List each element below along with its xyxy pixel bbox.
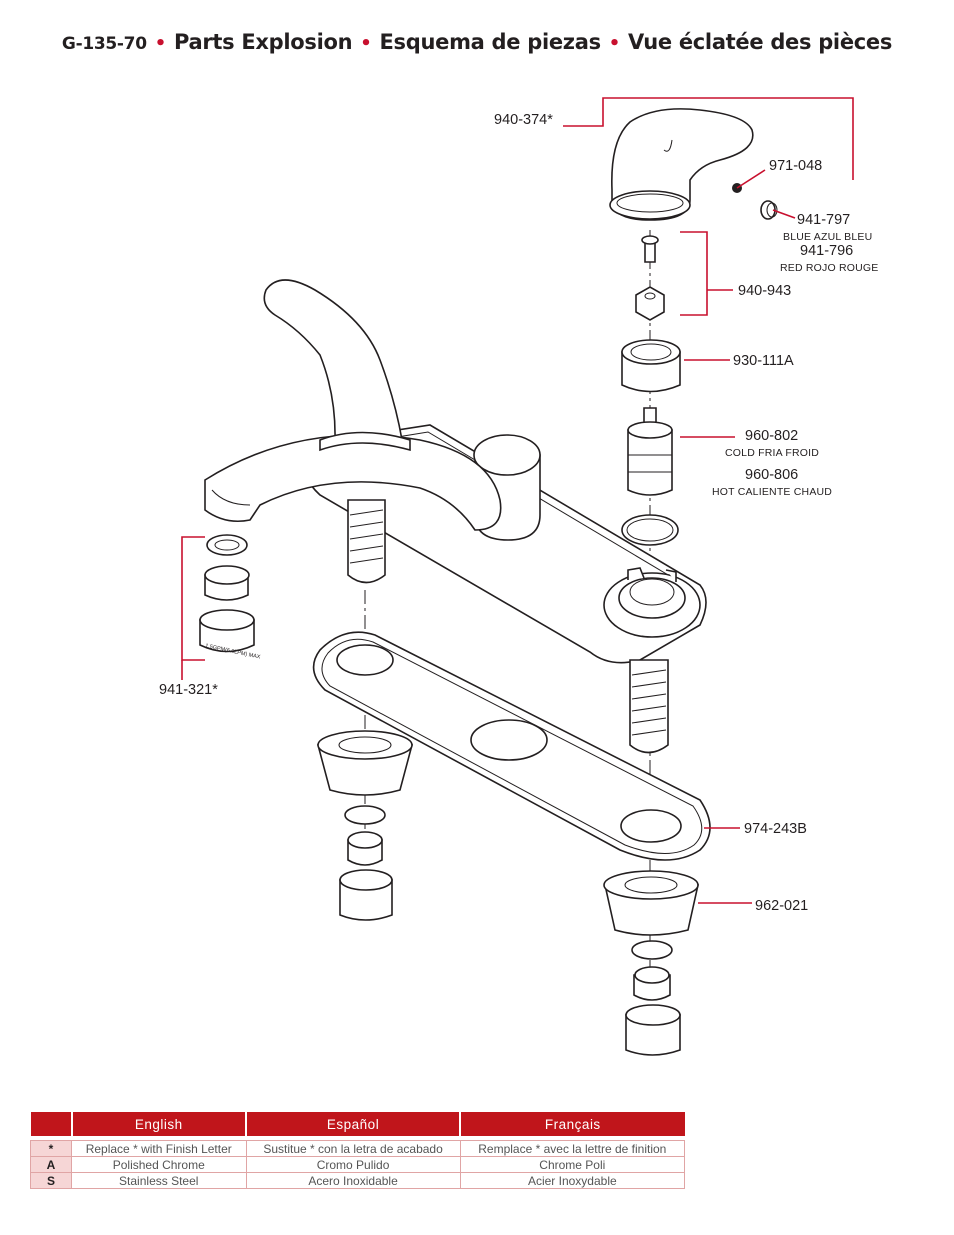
legend-header-french: Français bbox=[460, 1112, 685, 1136]
label-cartridge-hot: 960-806 bbox=[745, 467, 798, 483]
note-index-button-blue: BLUE AZUL BLEU bbox=[783, 231, 872, 243]
title-separator: • bbox=[608, 33, 621, 54]
faucet-body bbox=[204, 279, 707, 754]
note-index-button-red: RED ROJO ROUGE bbox=[780, 262, 878, 274]
title-separator: • bbox=[154, 33, 167, 54]
legend-header-spanish: Español bbox=[246, 1112, 462, 1136]
deck-gasket bbox=[312, 631, 711, 861]
parts-explosion-diagram: 1.5GPM(6.0LPM) MAX bbox=[159, 97, 878, 1056]
title-separator: • bbox=[360, 33, 372, 54]
label-handle-assembly: 940-374* bbox=[494, 112, 553, 128]
title-french: Vue éclatée des pièces bbox=[628, 30, 893, 54]
finish-code: S bbox=[30, 1172, 72, 1189]
finish-french: Acier Inoxydable bbox=[459, 1172, 686, 1189]
hardware-left bbox=[316, 730, 414, 921]
label-index-button-blue: 941-797 bbox=[797, 212, 850, 228]
finish-spanish: Sustitue * con la letra de acabado bbox=[245, 1140, 461, 1157]
aerator-pieces: 1.5GPM(6.0LPM) MAX bbox=[199, 534, 261, 661]
legend-row: * Replace * with Finish Letter Sustitue … bbox=[30, 1140, 686, 1157]
legend-row: A Polished Chrome Cromo Pulido Chrome Po… bbox=[30, 1156, 686, 1173]
label-aerator: 941-321* bbox=[159, 682, 218, 698]
model-number: G-135-70 bbox=[61, 34, 147, 54]
label-set-screw: 971-048 bbox=[769, 158, 822, 174]
finish-spanish: Cromo Pulido bbox=[245, 1156, 461, 1173]
legend-header-row: English Español Français bbox=[30, 1112, 685, 1136]
index-button bbox=[760, 200, 778, 220]
handle-assembly bbox=[609, 108, 754, 221]
legend-header-english: English bbox=[71, 1112, 247, 1136]
legend-header-code bbox=[30, 1112, 73, 1136]
title-spanish: Esquema de piezas bbox=[379, 30, 602, 54]
label-mounting-nut: 962-021 bbox=[755, 898, 808, 914]
leader-lines bbox=[181, 97, 854, 904]
note-cartridge-hot: HOT CALIENTE CHAUD bbox=[712, 486, 832, 498]
title-english: Parts Explosion bbox=[173, 30, 353, 54]
page-title: G-135-70 • Parts Explosion • Esquema de piez… bbox=[0, 30, 954, 54]
note-cartridge-cold: COLD FRIA FROID bbox=[725, 447, 819, 459]
part-labels: 940-374* 971-048 941-797 BLUE AZUL BLEU … bbox=[159, 112, 878, 914]
finish-french: Chrome Poli bbox=[459, 1156, 686, 1173]
finish-code: * bbox=[30, 1140, 72, 1157]
label-gasket: 974-243B bbox=[744, 821, 807, 837]
label-bonnet-nut: 930-111A bbox=[733, 353, 794, 369]
o-ring bbox=[621, 514, 679, 546]
finish-spanish: Acero Inoxidable bbox=[245, 1172, 461, 1189]
label-index-button-red: 941-796 bbox=[800, 243, 853, 259]
adapter-pieces bbox=[635, 235, 665, 321]
finish-french: Remplace * avec la lettre de finition bbox=[459, 1140, 686, 1157]
finish-legend-table: English Español Français * Replace * wit… bbox=[30, 1112, 686, 1189]
label-adapter-nut: 940-943 bbox=[738, 283, 791, 299]
finish-english: Replace * with Finish Letter bbox=[71, 1140, 247, 1157]
finish-english: Stainless Steel bbox=[71, 1172, 247, 1189]
label-cartridge-cold: 960-802 bbox=[745, 428, 798, 444]
finish-code: A bbox=[30, 1156, 72, 1173]
finish-english: Polished Chrome bbox=[71, 1156, 247, 1173]
cartridge bbox=[627, 407, 673, 496]
bonnet-nut bbox=[621, 339, 681, 393]
hardware-right bbox=[603, 870, 699, 1056]
legend-row: S Stainless Steel Acero Inoxidable Acier… bbox=[30, 1172, 686, 1189]
